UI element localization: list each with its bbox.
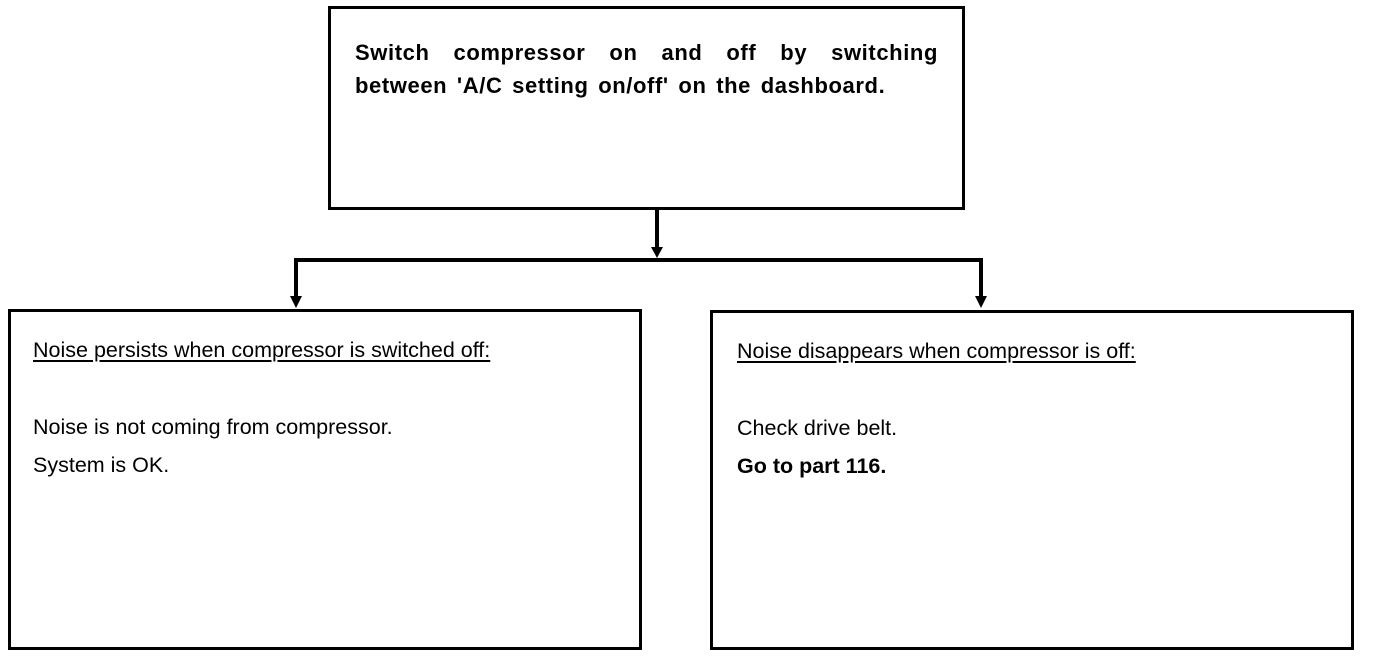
left-arrowhead — [290, 296, 302, 308]
right-outcome-heading: Noise disappears when compressor is off: — [737, 339, 1136, 363]
right-arrowhead — [975, 296, 987, 308]
left-outcome-line-1: Noise is not coming from compressor. — [33, 415, 393, 439]
left-outcome-line-2: System is OK. — [33, 453, 170, 477]
left-outcome-heading: Noise persists when compressor is switch… — [33, 338, 491, 362]
left-outcome-box: Noise persists when compressor is switch… — [8, 309, 642, 650]
top-step-text: Switch compressor on and off by switchin… — [355, 40, 938, 98]
right-outcome-line-1: Check drive belt. — [737, 416, 898, 440]
right-outcome-line-2: Go to part 116. — [737, 454, 887, 478]
top-step-box: Switch compressor on and off by switchin… — [328, 6, 965, 210]
stem-arrowhead — [651, 247, 663, 258]
right-outcome-box: Noise disappears when compressor is off:… — [710, 310, 1354, 650]
